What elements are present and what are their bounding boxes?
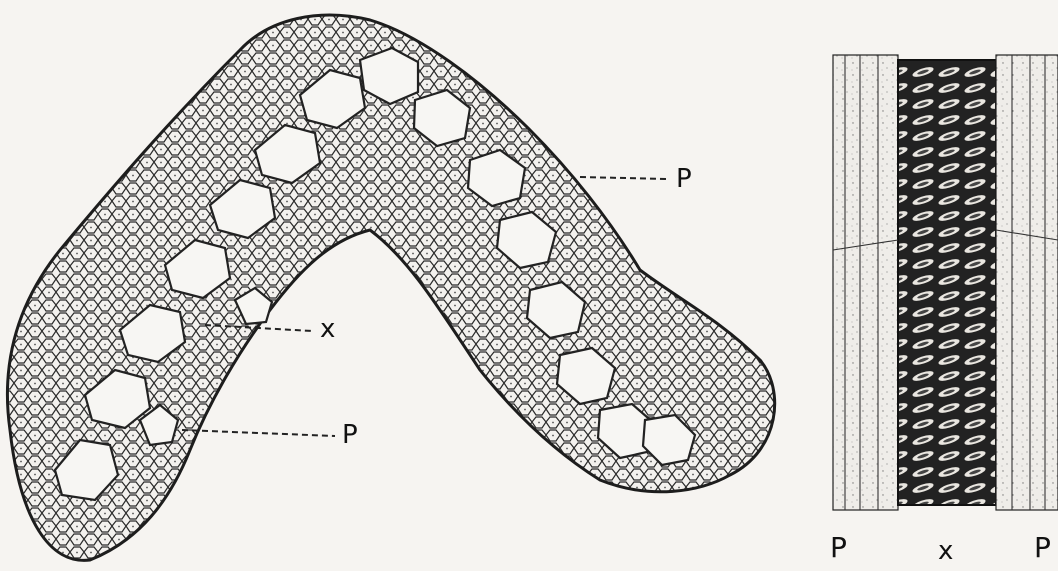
label-phloem-lower: P: [342, 422, 358, 448]
longitudinal-section-drawing: [833, 55, 1058, 510]
label-xylem-long: x: [938, 538, 953, 564]
leader-line-phloem-lower: [182, 430, 335, 436]
label-xylem: x: [320, 316, 335, 342]
label-phloem-upper: P: [676, 166, 692, 192]
leader-line-phloem-upper: [580, 177, 668, 179]
xylem-spiral-vessels: [898, 60, 996, 505]
label-phloem-right-long: P: [1034, 535, 1051, 561]
label-phloem-left-long: P: [830, 535, 847, 561]
phloem-strip-right: [996, 55, 1058, 510]
cross-section-drawing: [7, 15, 774, 560]
phloem-strip-left: [833, 55, 898, 510]
